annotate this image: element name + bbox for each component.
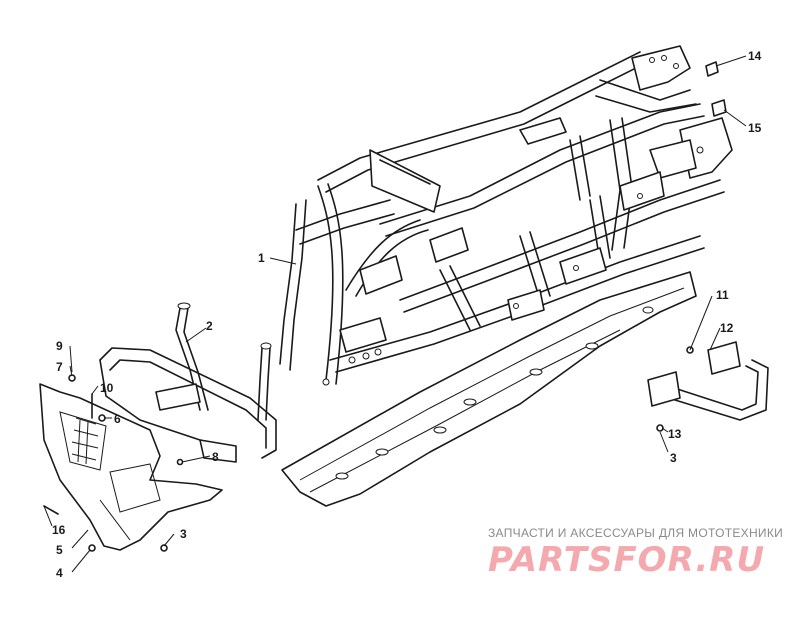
- callout-7: 7: [56, 360, 63, 374]
- callout-3: 3: [670, 451, 677, 465]
- callout-13: 13: [668, 427, 682, 441]
- leader-lines: [43, 55, 747, 573]
- callout-14: 14: [748, 49, 762, 63]
- callout-5: 5: [56, 543, 63, 557]
- skid-plate: [281, 271, 697, 507]
- callout-6: 6: [114, 412, 121, 426]
- callout-8: 8: [212, 450, 219, 464]
- callout-4: 4: [56, 566, 63, 580]
- watermark-tagline: ЗАПЧАСТИ И АКСЕССУАРЫ ДЛЯ МОТОТЕХНИКИ: [488, 526, 784, 540]
- main-frame: [279, 45, 733, 386]
- callout-9: 9: [56, 339, 63, 353]
- front-bumper: [99, 302, 277, 463]
- callout-15: 15: [748, 121, 762, 135]
- callout-labels: 1 2 3 3 4 5 6 7 8 9 10 11 12 13 14 15 16: [52, 49, 762, 580]
- callout-3: 3: [180, 527, 187, 541]
- callout-11: 11: [716, 288, 729, 302]
- watermark-logo: PARTSFOR.RU: [488, 540, 766, 580]
- rear-hitch-bar: [647, 341, 769, 421]
- callout-12: 12: [720, 321, 734, 335]
- front-fascia: [39, 383, 223, 551]
- callout-2: 2: [206, 319, 213, 333]
- callout-1: 1: [258, 251, 265, 265]
- callout-10: 10: [100, 381, 114, 395]
- callout-16: 16: [52, 523, 66, 537]
